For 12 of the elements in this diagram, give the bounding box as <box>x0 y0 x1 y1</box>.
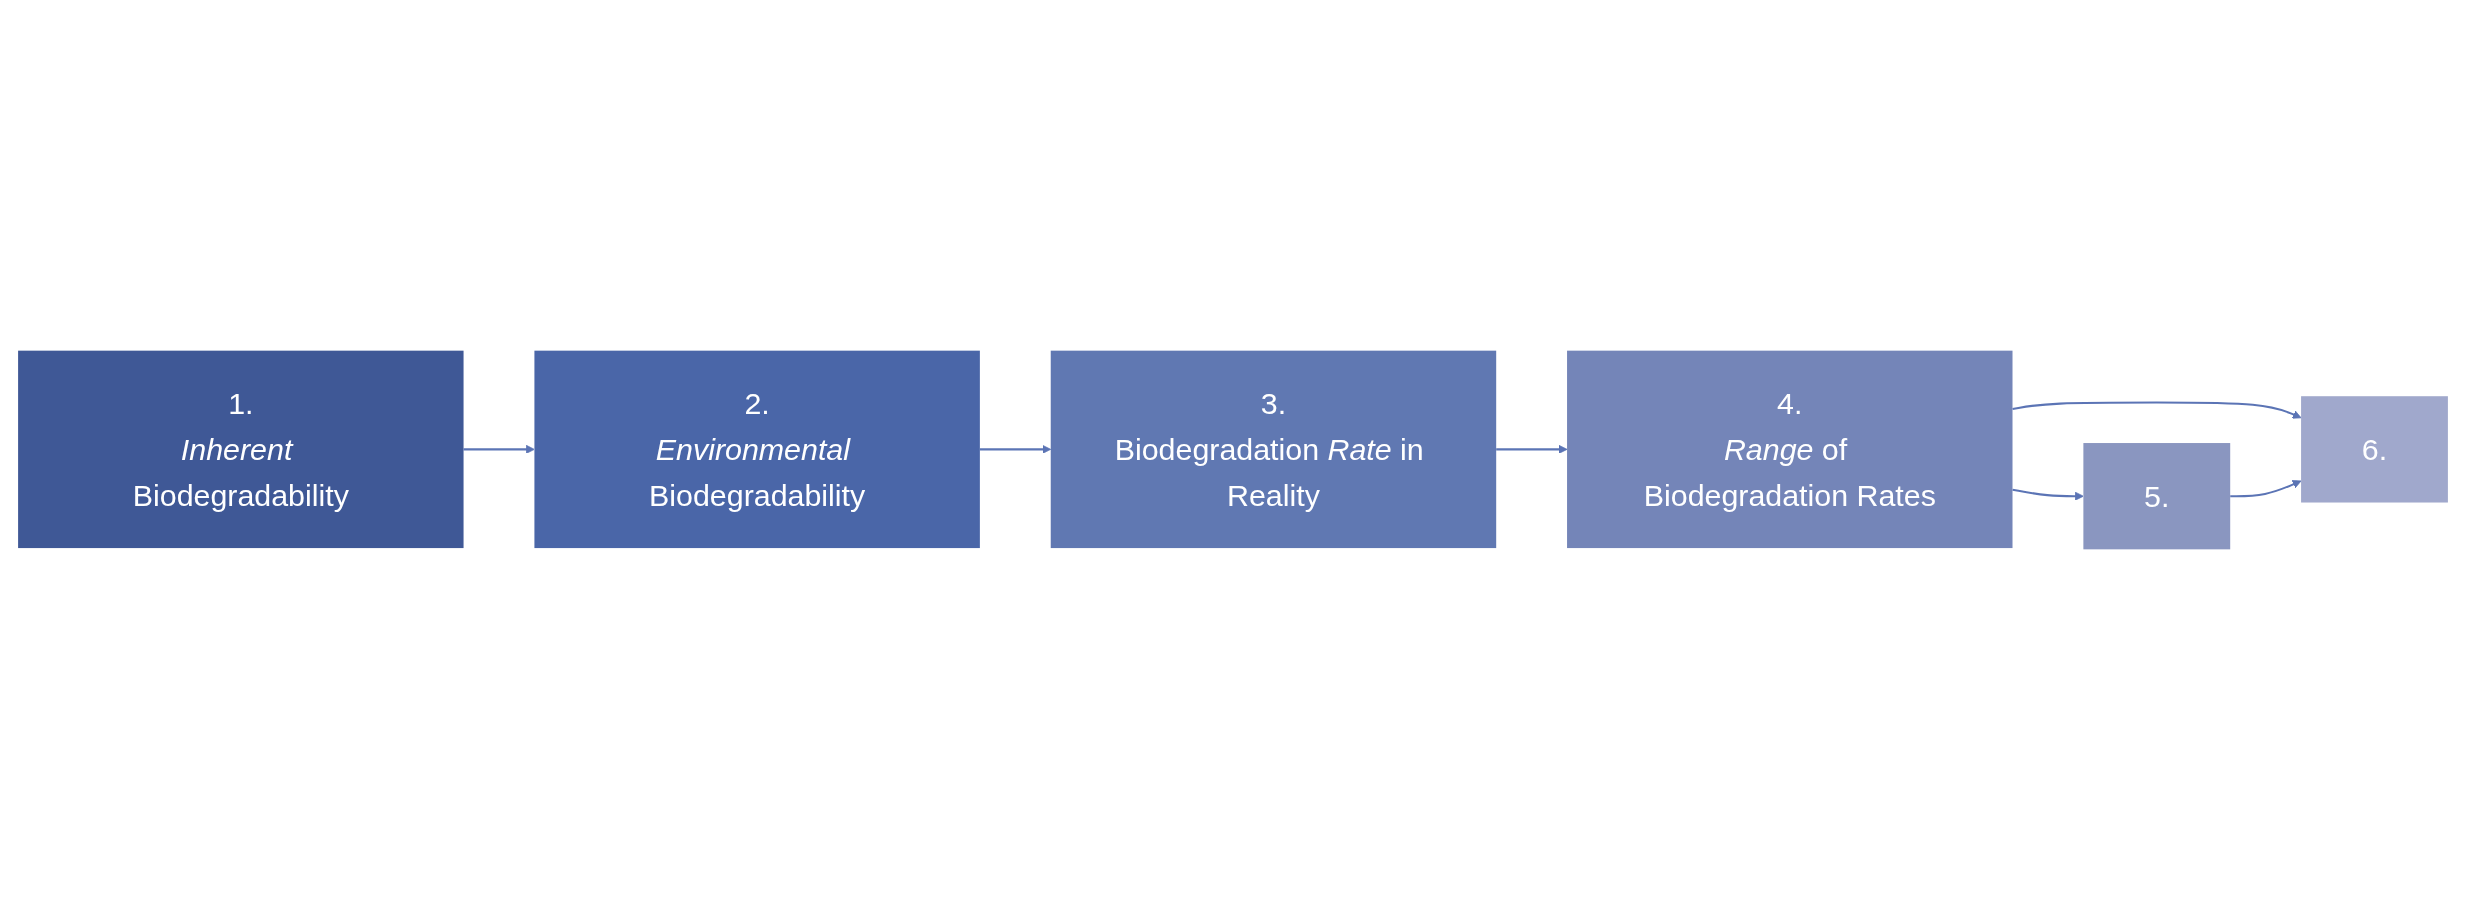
node-box: 1. Inherent Biodegradability <box>18 350 464 548</box>
arrow <box>463 444 535 454</box>
node-box: 5. <box>2083 442 2231 549</box>
arrow <box>979 444 1052 454</box>
node-box: 4. Range of Biodegradation Rates <box>1567 350 2013 548</box>
arrow <box>2012 401 2302 419</box>
arrow <box>1496 444 1568 454</box>
arrow <box>2012 488 2084 501</box>
arrow <box>2230 479 2302 497</box>
node-box: 3. Biodegradation Rate in Reality <box>1050 350 1497 548</box>
node-box: 2. Environmental Biodegradability <box>534 350 980 548</box>
node-box: 6. <box>2301 395 2448 502</box>
